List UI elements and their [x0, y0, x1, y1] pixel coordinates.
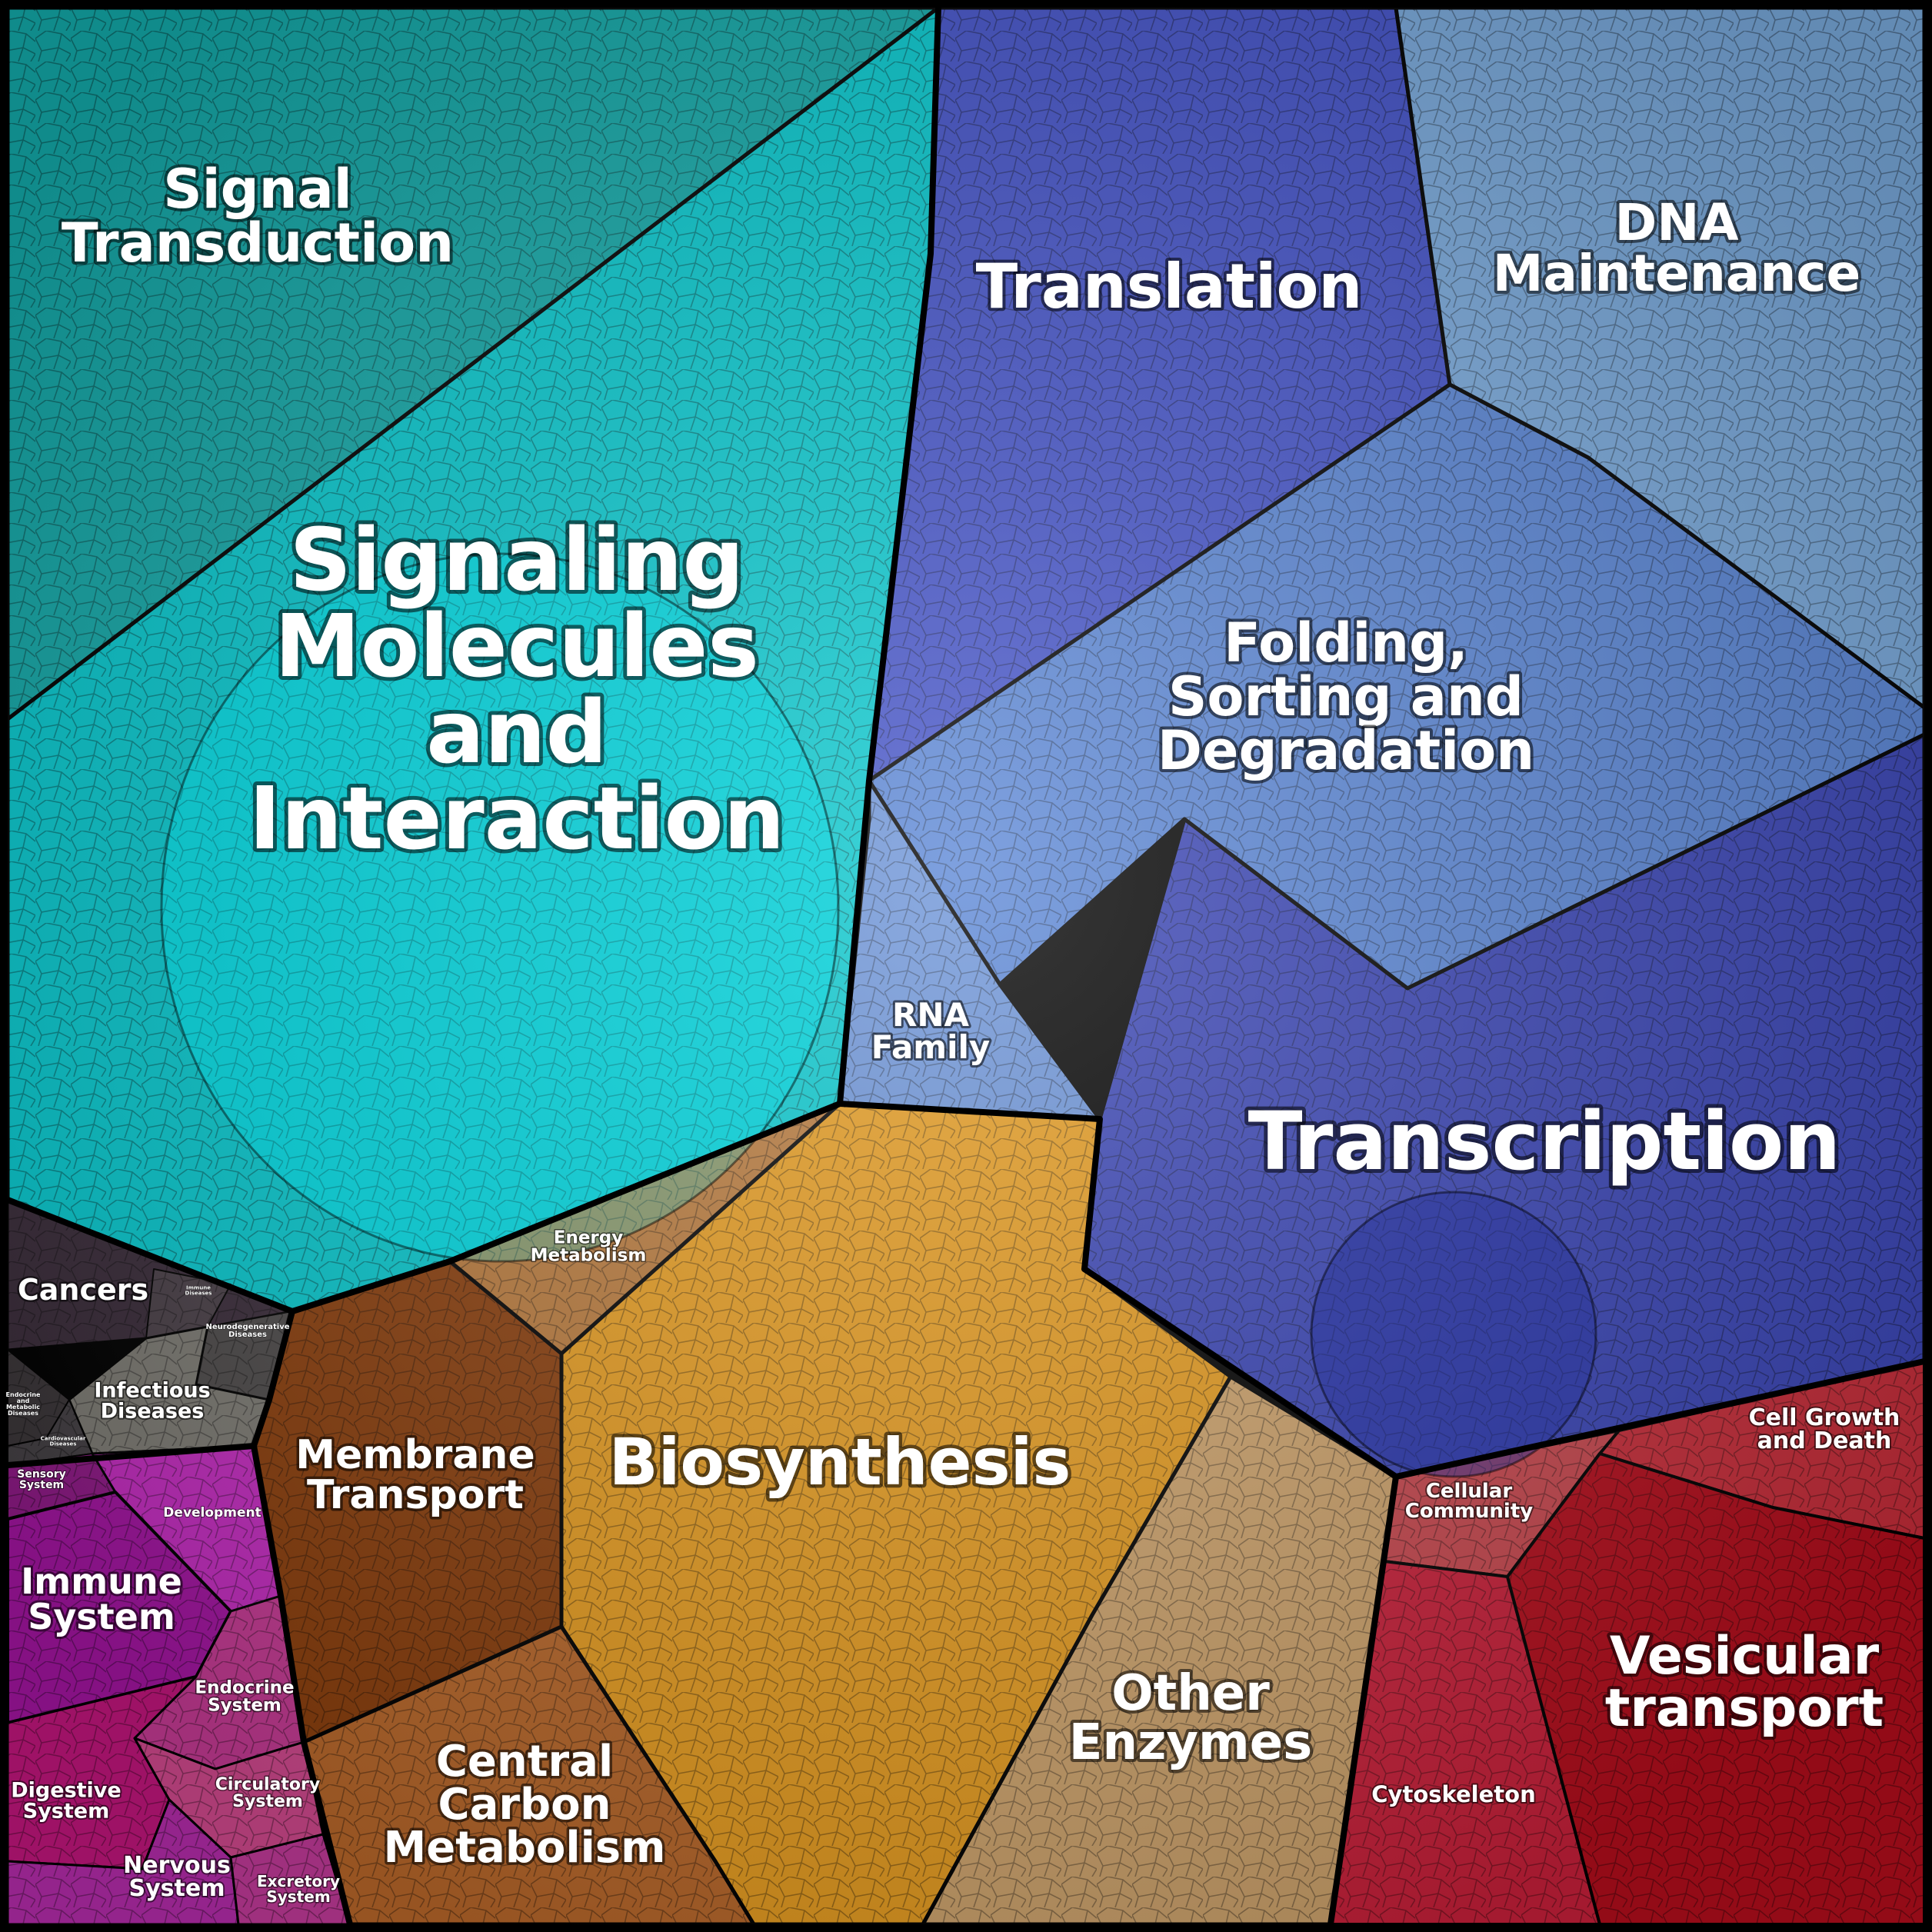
label-line: Sorting and — [1168, 665, 1524, 728]
label-line: Neurodegenerative — [205, 1323, 289, 1331]
label-line: Family — [871, 1028, 991, 1066]
label-line: Circulatory — [215, 1775, 320, 1794]
label-line: Energy — [554, 1228, 623, 1248]
label-line: Biosynthesis — [609, 1424, 1071, 1500]
label-line: Sensory — [17, 1468, 66, 1481]
label-line: Signal — [163, 158, 352, 221]
label-line: Excretory — [257, 1872, 340, 1890]
label-line: Transport — [307, 1472, 524, 1518]
label-line: Metabolic — [6, 1404, 40, 1411]
label-line: System — [23, 1800, 109, 1824]
label-line: Immune — [186, 1285, 211, 1291]
label-cytoskeleton: Cytoskeleton — [1371, 1781, 1535, 1807]
label-line: Transduction — [62, 212, 454, 275]
label-line: Enzymes — [1069, 1714, 1312, 1771]
label-line: Central — [436, 1737, 613, 1787]
label-line: Metabolism — [384, 1823, 666, 1873]
label-line: System — [28, 1596, 175, 1637]
label-line: System — [266, 1887, 330, 1906]
label-line: Cytoskeleton — [1371, 1781, 1535, 1807]
label-translation: Translation — [976, 251, 1363, 322]
label-line: Diseases — [185, 1291, 212, 1297]
label-line: System — [232, 1792, 303, 1811]
label-line: Maintenance — [1493, 244, 1861, 303]
label-line: Transcription — [1248, 1094, 1841, 1188]
label-line: Translation — [976, 251, 1363, 322]
label-line: Endocrine — [195, 1678, 294, 1698]
label-line: Vesicular — [1610, 1626, 1880, 1687]
label-line: System — [19, 1479, 64, 1491]
label-line: transport — [1605, 1678, 1884, 1739]
label-line: Folding, — [1224, 611, 1468, 675]
label-line: Diseases — [228, 1331, 267, 1339]
label-line: Metabolism — [531, 1246, 647, 1266]
label-line: Signaling — [289, 511, 744, 611]
label-line: Interaction — [249, 769, 785, 869]
label-line: Community — [1405, 1500, 1533, 1523]
label-line: Carbon — [438, 1780, 611, 1830]
label-line: and Death — [1757, 1427, 1892, 1454]
label-line: System — [208, 1696, 281, 1716]
label-line: Cellular — [1426, 1480, 1513, 1503]
label-line: Membrane — [295, 1432, 535, 1478]
label-development: Development — [163, 1505, 261, 1521]
label-line: Immune — [21, 1561, 182, 1602]
label-line: Degradation — [1158, 719, 1534, 782]
label-line: Cardiovascular — [41, 1436, 86, 1442]
label-line: Nervous — [123, 1852, 231, 1879]
label-line: Infectious — [94, 1379, 210, 1403]
label-line: Diseases — [8, 1410, 38, 1417]
label-line: System — [129, 1875, 225, 1902]
label-line: Other — [1111, 1665, 1270, 1722]
label-cancers: Cancers — [18, 1273, 148, 1307]
label-transcription: Transcription — [1248, 1094, 1841, 1188]
label-line: and — [17, 1397, 30, 1404]
label-line: DNA — [1614, 193, 1738, 252]
label-line: and — [426, 683, 607, 783]
label-line: Endocrine — [6, 1391, 42, 1398]
label-line: Digestive — [11, 1779, 121, 1803]
label-line: Cell Growth — [1749, 1404, 1900, 1431]
label-line: Molecules — [275, 597, 759, 697]
label-biosynthesis: Biosynthesis — [609, 1424, 1071, 1500]
label-line: Development — [163, 1505, 261, 1521]
label-line: Diseases — [50, 1441, 77, 1447]
label-line: RNA — [892, 996, 969, 1034]
label-line: Cancers — [18, 1273, 148, 1307]
label-line: Diseases — [101, 1400, 205, 1424]
